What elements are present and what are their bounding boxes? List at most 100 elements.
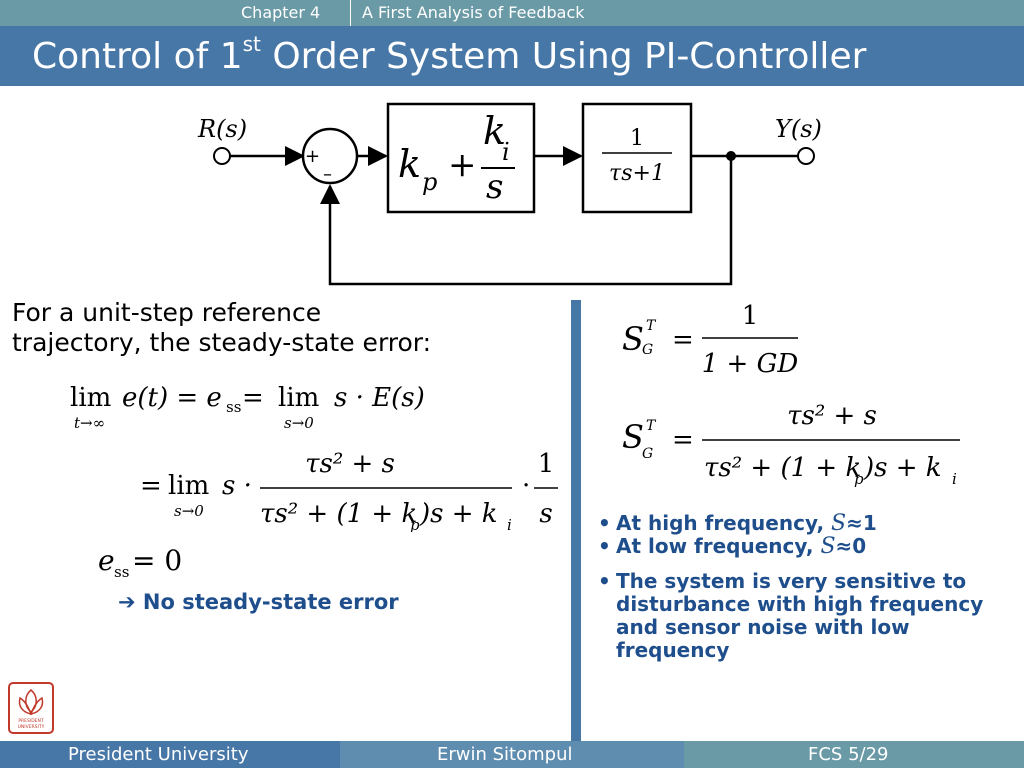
sum-minus: – xyxy=(323,164,332,185)
eq1-lim-2-sub: s→0 xyxy=(284,414,314,432)
s1-denominator: 1 + GD xyxy=(702,349,799,379)
footer-right-segment: FCS 5/29 xyxy=(684,741,1024,768)
bullet-low-frequency: • At low frequency, S≈0 xyxy=(598,534,1008,559)
bullet-dot-icon: • xyxy=(598,569,611,593)
equation-ess-zero: e ss = 0 xyxy=(98,544,182,580)
output-label: Y(s) xyxy=(775,115,822,143)
eq2-dot: · xyxy=(522,471,530,501)
eq2-factor-den: s xyxy=(539,499,552,529)
s1-equals: = xyxy=(672,325,694,355)
logo-text-1: PRESIDENT xyxy=(18,718,44,724)
bullet-high-text: At high frequency, xyxy=(616,511,831,535)
bullet-dot-icon: • xyxy=(598,511,611,535)
s2-numerator: τs² + s xyxy=(787,401,877,431)
kp-symbol: k xyxy=(398,142,421,186)
footer-bar: President University Erwin Sitompul FCS … xyxy=(0,741,1024,768)
pi-denominator: s xyxy=(486,167,503,207)
intro-line-2: trajectory, the steady-state error: xyxy=(12,328,432,357)
eq1-ess-sub: ss xyxy=(226,398,241,416)
output-terminal xyxy=(797,147,815,165)
s2-symbol: S xyxy=(622,418,644,456)
bullet-low-text: At low frequency, xyxy=(616,534,821,558)
slide-title: Control of 1st Order System Using PI-Con… xyxy=(32,32,867,77)
s1-sub: G xyxy=(642,342,653,358)
input-label: R(s) xyxy=(197,115,247,143)
chapter-subtitle: A First Analysis of Feedback xyxy=(362,3,585,22)
bullet-high-value: ≈1 xyxy=(846,511,877,535)
plant-transfer-function: 1 τs+1 xyxy=(602,126,672,186)
bullet-high-symbol: S xyxy=(831,511,847,536)
s1-numerator: 1 xyxy=(742,301,759,331)
eq2-numerator: τs² + s xyxy=(305,449,395,479)
s2-den-sub-p: p xyxy=(854,470,864,488)
equation-sensitivity-pi: S T G = τs² + s τs² + (1 + k p )s + k i xyxy=(622,401,960,488)
logo-text-2: UNIVERSITY xyxy=(18,724,45,730)
title-pre: Control of 1 xyxy=(32,36,243,77)
conclusion-no-steady-state-error: ➔ No steady-state error xyxy=(118,590,399,614)
eq1-rhs: s · E(s) xyxy=(334,383,425,413)
footer-institution: President University xyxy=(68,744,249,765)
title-sup: st xyxy=(242,32,261,56)
title-bar: Control of 1st Order System Using PI-Con… xyxy=(0,26,1024,86)
eq2-lim: lim xyxy=(168,471,209,501)
chapter-label: Chapter 4 xyxy=(241,3,321,22)
block-diagram: R(s) Y(s) + – k p + k i s 1 τs+1 xyxy=(197,102,822,286)
eq2-den-mid: )s + k xyxy=(419,499,498,529)
title-post: Order System Using PI-Controller xyxy=(260,36,867,77)
sum-plus: + xyxy=(305,146,320,167)
footer-center-segment: Erwin Sitompul xyxy=(340,741,684,768)
bullet-low-symbol: S xyxy=(820,534,836,559)
input-terminal xyxy=(213,147,231,165)
frequency-notes: • At high frequency, S≈1 • At low freque… xyxy=(598,512,1008,662)
eq3-e: e xyxy=(98,544,115,577)
s2-den-mid: )s + k xyxy=(863,453,942,483)
eq1-lim-1: lim xyxy=(70,383,111,413)
bullet-sensitivity: • The system is very sensitive to distur… xyxy=(598,570,1008,662)
plant-denominator: τs+1 xyxy=(609,161,665,186)
s1-sup: T xyxy=(646,318,657,334)
eq2-denominator: τs² + (1 + k xyxy=(260,499,417,529)
top-bar-separator xyxy=(350,0,351,26)
president-university-logo-icon: PRESIDENT UNIVERSITY xyxy=(8,682,54,734)
eq2-den-sub-i: i xyxy=(507,516,512,532)
bullet-sensitivity-text: The system is very sensitive to disturba… xyxy=(616,569,984,662)
eq2-s: s · xyxy=(222,471,252,501)
feedback-path xyxy=(320,156,733,286)
pi-controller-expression: k p + k i s xyxy=(398,109,515,207)
s2-sub: G xyxy=(642,446,653,462)
eq3-sub: ss xyxy=(114,563,129,580)
intro-text: For a unit-step reference trajectory, th… xyxy=(12,298,431,358)
pi-plus: + xyxy=(448,145,477,185)
intro-line-1: For a unit-step reference xyxy=(12,298,322,327)
footer-author: Erwin Sitompul xyxy=(437,744,573,765)
plant-numerator: 1 xyxy=(630,126,644,151)
bullet-high-frequency: • At high frequency, S≈1 xyxy=(598,511,1008,536)
eq2-equals: = xyxy=(140,471,162,501)
s2-equals: = xyxy=(672,425,694,455)
equation-sensitivity-general: S T G = 1 1 + GD xyxy=(622,301,799,379)
s2-den-sub-i: i xyxy=(952,470,957,488)
eq1-equals: = xyxy=(242,383,264,413)
s2-denominator: τs² + (1 + k xyxy=(704,453,861,483)
footer-page-number: FCS 5/29 xyxy=(808,744,889,765)
eq1-lhs: e(t) = e xyxy=(122,383,222,413)
eq1-lim-1-sub: t→∞ xyxy=(74,414,105,432)
bullet-dot-icon: • xyxy=(598,534,611,558)
pi-controller-block xyxy=(386,102,536,214)
eq2-factor-num: 1 xyxy=(538,449,555,479)
equation-steady-state-limit: lim t→∞ e(t) = e ss = lim s→0 s · E(s) xyxy=(70,383,425,432)
ki-subscript: i xyxy=(502,138,510,166)
ki-symbol: k xyxy=(483,109,506,153)
eq2-den-sub-p: p xyxy=(410,516,420,532)
footer-left-segment: President University xyxy=(0,741,340,768)
s2-sup: T xyxy=(646,418,657,434)
equation-steady-state-expanded: = lim s→0 s · τs² + s τs² + (1 + k p )s … xyxy=(140,449,558,532)
bullet-low-value: ≈0 xyxy=(835,534,867,558)
vertical-divider xyxy=(571,300,581,742)
eq3-rhs: = 0 xyxy=(132,544,182,577)
eq1-lim-2: lim xyxy=(278,383,319,413)
plant-block xyxy=(581,102,693,214)
eq2-lim-sub: s→0 xyxy=(174,502,204,520)
s1-symbol: S xyxy=(622,320,644,358)
top-bar: Chapter 4 A First Analysis of Feedback xyxy=(0,0,1024,26)
